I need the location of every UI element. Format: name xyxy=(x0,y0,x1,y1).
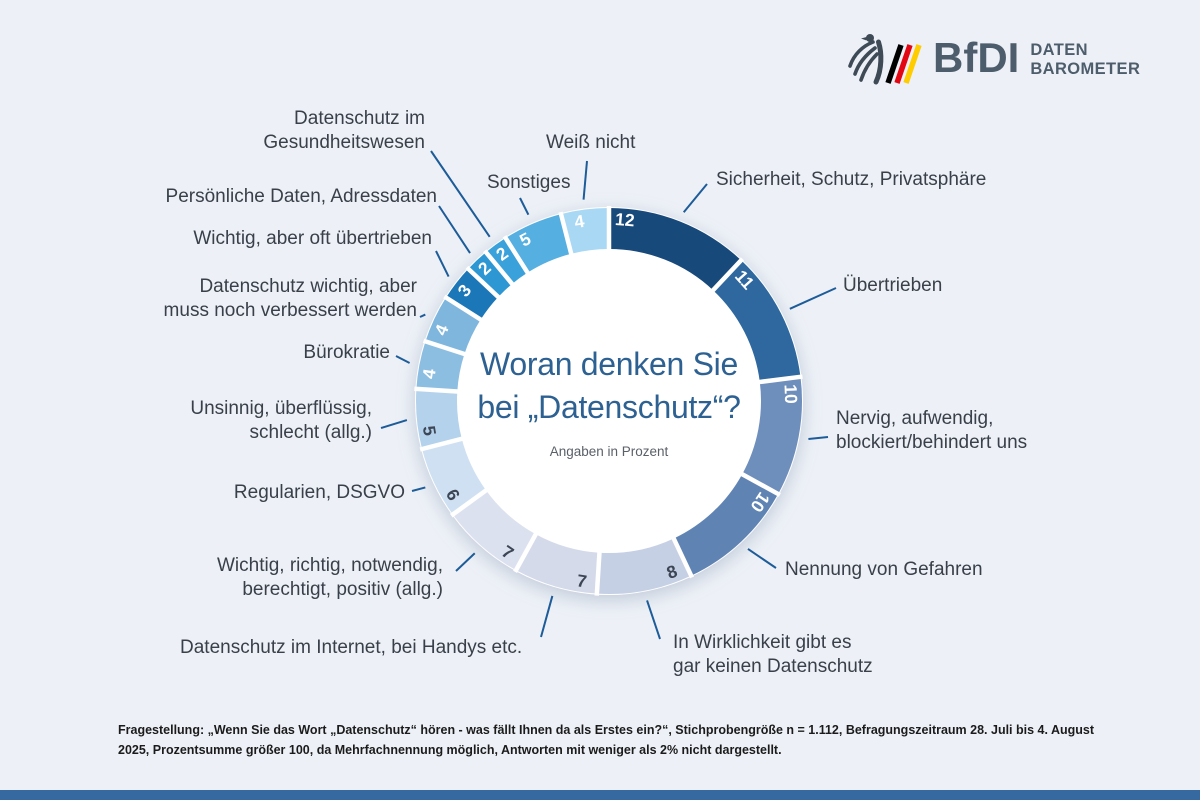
segment-gap xyxy=(482,249,516,287)
donut-segment xyxy=(468,252,513,297)
segment-value: 5 xyxy=(419,424,440,437)
donut-segment xyxy=(485,238,528,284)
segment-gap xyxy=(414,386,460,394)
leader-line xyxy=(419,313,426,318)
segment-gap xyxy=(465,265,502,300)
leader-line xyxy=(438,205,471,254)
segment-gap xyxy=(443,294,484,323)
footer-band xyxy=(0,790,1200,800)
leader-line xyxy=(519,197,530,216)
chart-title-line1: Woran denken Sie xyxy=(480,346,738,382)
donut-disk xyxy=(415,207,803,595)
donut-segment xyxy=(416,341,465,392)
donut-segment xyxy=(415,388,462,449)
donut-segment xyxy=(516,534,600,594)
segment-gap xyxy=(757,374,803,385)
leader-line xyxy=(582,160,588,200)
donut-segment xyxy=(742,376,803,494)
leader-line xyxy=(430,150,491,238)
segment-gap xyxy=(513,531,539,573)
segment-gap xyxy=(670,535,695,579)
donut-segment xyxy=(505,214,572,273)
leader-line xyxy=(455,552,476,572)
segment-gap xyxy=(422,338,468,357)
leader-line xyxy=(380,419,408,429)
leader-line xyxy=(435,250,450,278)
bfdi-logo: BfDI DATEN BAROMETER xyxy=(843,28,1140,88)
logo-product-line1: DATEN xyxy=(1030,40,1088,59)
logo-product-name: DATEN BAROMETER xyxy=(1030,41,1140,79)
donut-segment xyxy=(452,490,536,571)
segment-value: 4 xyxy=(418,367,439,380)
donut-segment xyxy=(596,538,692,594)
chart-center: Woran denken Sie bei „Datenschutz“? Anga… xyxy=(449,343,769,459)
flag-stripes-icon xyxy=(885,44,922,84)
chart-subtitle: Angaben in Prozent xyxy=(549,444,669,459)
segment-value: 10 xyxy=(780,384,801,404)
segment-gap xyxy=(449,487,489,518)
leader-line xyxy=(808,436,829,441)
leader-line xyxy=(646,600,661,640)
logo-product-line2: BAROMETER xyxy=(1030,59,1141,78)
segment-gap xyxy=(739,471,781,497)
donut-segment xyxy=(446,268,499,320)
leader-line xyxy=(747,548,777,569)
segment-value: 7 xyxy=(575,570,588,591)
bundesadler-eagle-icon xyxy=(848,34,922,85)
segment-gap xyxy=(419,436,465,452)
chart-title: Woran denken Sie bei „Datenschutz“? xyxy=(449,343,769,429)
segment-gap xyxy=(558,211,574,257)
leader-line xyxy=(540,595,554,638)
segment-gap xyxy=(594,550,602,596)
leader-lines xyxy=(380,150,837,640)
chart-title-line2: bei „Datenschutz“? xyxy=(477,389,741,425)
donut-base-circle xyxy=(415,207,803,595)
leader-line xyxy=(395,355,411,364)
segment-gap xyxy=(710,257,745,294)
footnote: Fragestellung: „Wenn Sie das Wort „Daten… xyxy=(118,723,1095,757)
donut-segment xyxy=(561,208,609,254)
donut-segment xyxy=(673,474,779,576)
donut-segment xyxy=(609,208,742,291)
segment-gaps xyxy=(414,206,803,596)
donut-segment xyxy=(422,438,487,515)
segment-value: 4 xyxy=(573,211,586,232)
segment-value: 12 xyxy=(614,209,635,231)
leader-line xyxy=(789,287,837,310)
segment-gap xyxy=(502,235,531,276)
donut-segment xyxy=(713,260,801,382)
logo-org-name: BfDI xyxy=(933,34,1020,81)
leader-line xyxy=(411,486,426,492)
leader-line xyxy=(682,183,708,213)
